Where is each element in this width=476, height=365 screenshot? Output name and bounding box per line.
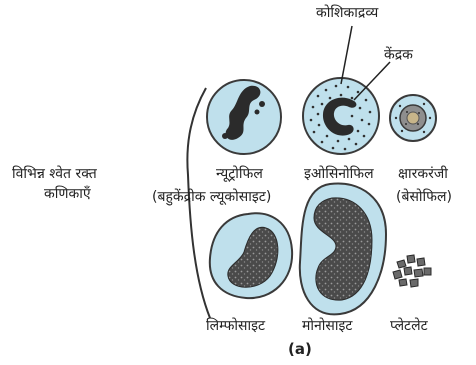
platelet-label: प्लेटलेट (390, 318, 428, 335)
lymphocyte-label: लिम्फोसाइट (206, 318, 265, 335)
figure-caption: (a) (288, 341, 312, 358)
group-label-line2: कणिकाएँ (44, 186, 91, 203)
basophil-cell (390, 95, 436, 141)
eosinophil-label: इओसिनोफिल (304, 166, 374, 183)
group-label-line1: विभिन्न श्वेत रक्त (12, 166, 97, 183)
cytoplasm-label: कोशिकाद्रव्य (316, 5, 378, 22)
platelets-cluster (393, 255, 431, 287)
monocyte-cell (300, 183, 386, 314)
neutrophil-label: न्यूट्रोफिल (216, 166, 263, 183)
monocyte-label: मोनोसाइट (302, 318, 352, 335)
nucleus-label: केंद्रक (384, 47, 413, 64)
lymphocyte-cell (210, 213, 292, 298)
neutrophil-cell (207, 80, 281, 154)
cytoplasm-pointer (341, 26, 352, 84)
granulocyte-note: (बहुकेंद्रीक ल्यूकोसाइट) (152, 189, 271, 206)
eosinophil-cell (303, 78, 379, 154)
basophil-hindi-label: क्षारकरंजी (398, 166, 448, 183)
basophil-label: (बेसोफिल) (396, 189, 452, 206)
